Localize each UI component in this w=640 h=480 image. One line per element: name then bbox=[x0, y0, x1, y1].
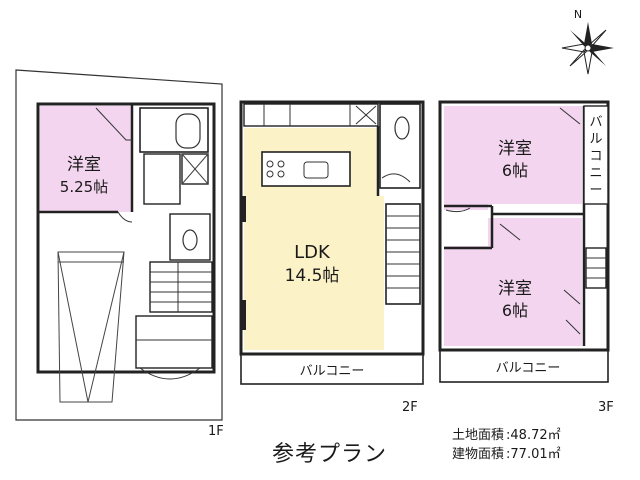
balcony-3f-side-char-1: バ bbox=[589, 115, 602, 130]
bedroom-3f-lower-name: 洋室 bbox=[498, 279, 532, 299]
balcony-3f-side-char-4: ニ bbox=[589, 166, 602, 181]
bedroom-3f-upper-size: 6帖 bbox=[502, 161, 528, 180]
compass-north-label: N bbox=[574, 8, 582, 21]
balcony-3f-side-char-3: コ bbox=[589, 149, 602, 164]
balcony-3f-side bbox=[583, 105, 609, 205]
kitchen-counter-2f bbox=[261, 151, 351, 187]
land-area-value: :48.72㎡ bbox=[506, 428, 561, 443]
floor-label-2f: 2F bbox=[402, 400, 418, 415]
parking-area-1f bbox=[57, 251, 125, 403]
floor-1f: 洋室 5.25帖 bbox=[15, 69, 223, 421]
bedroom-1f-name: 洋室 bbox=[67, 155, 101, 175]
bedroom-1f bbox=[40, 106, 132, 212]
balcony-3f-bottom bbox=[439, 349, 609, 383]
balcony-2f-label: バルコニー bbox=[300, 364, 365, 379]
bedroom-1f-size: 5.25帖 bbox=[60, 178, 108, 196]
compass-rose: N bbox=[561, 8, 614, 75]
building-area-label: 建物面積 bbox=[452, 447, 505, 462]
floor-label-3f: 3F bbox=[598, 400, 614, 415]
building-area-row: 建物面積:77.01㎡ bbox=[452, 443, 561, 462]
ldk-2f-name: LDK bbox=[294, 242, 331, 263]
bedroom-3f-lower bbox=[488, 218, 582, 346]
building-outline-1f bbox=[36, 102, 216, 374]
floor-2f: バルコニー LDK 14.5帖 bbox=[239, 100, 425, 385]
land-area-row: 土地面積:48.72㎡ bbox=[452, 424, 561, 443]
balcony-3f-side-char-5: ー bbox=[589, 183, 602, 198]
floor-3f: バ ル コ ニ ー バルコニー 洋室 6帖 洋室 6帖 bbox=[438, 100, 610, 383]
plan-caption: 参考プラン bbox=[272, 442, 388, 467]
balcony-3f-bottom-label: バルコニー bbox=[496, 361, 561, 376]
land-area-label: 土地面積 bbox=[452, 428, 505, 443]
site-boundary-1f bbox=[15, 69, 223, 421]
bedroom-3f-lower-size: 6帖 bbox=[502, 301, 528, 320]
ldk-2f-size: 14.5帖 bbox=[285, 266, 340, 286]
building-area-value: :77.01㎡ bbox=[506, 447, 561, 462]
balcony-2f bbox=[240, 353, 424, 385]
bedroom-3f-upper bbox=[444, 106, 582, 204]
floor-label-1f: 1F bbox=[208, 424, 224, 439]
balcony-3f-side-char-2: ル bbox=[589, 132, 602, 147]
bedroom-3f-upper-name: 洋室 bbox=[498, 139, 532, 159]
